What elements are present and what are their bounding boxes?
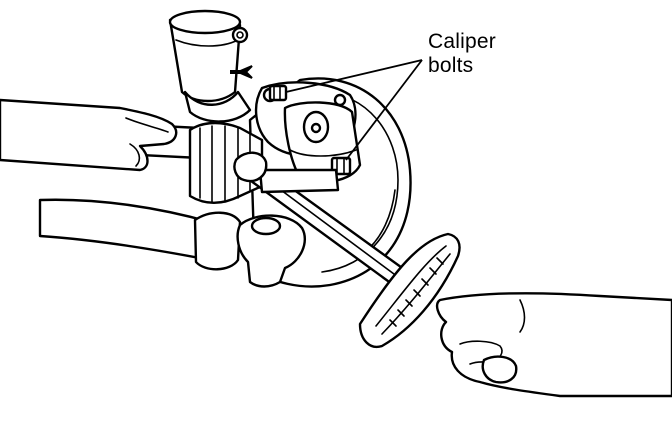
torque-wrench — [233, 151, 461, 349]
lower-control-arm — [38, 198, 242, 271]
tie-rod-end — [236, 214, 307, 288]
callout-leader-lines — [285, 59, 423, 161]
caliper-bolts-label-line1: Caliper — [428, 30, 496, 53]
right-hand — [435, 292, 672, 398]
dial-scale-marks — [389, 257, 444, 327]
caliper-bolts-label: Caliper bolts — [428, 30, 496, 78]
strut-assembly — [168, 9, 253, 123]
caliper-bolts-label-line2: bolts — [428, 54, 474, 77]
left-hand — [0, 98, 178, 172]
caliper-bolt-upper — [268, 84, 288, 102]
torque-wrench-dial — [358, 232, 461, 349]
